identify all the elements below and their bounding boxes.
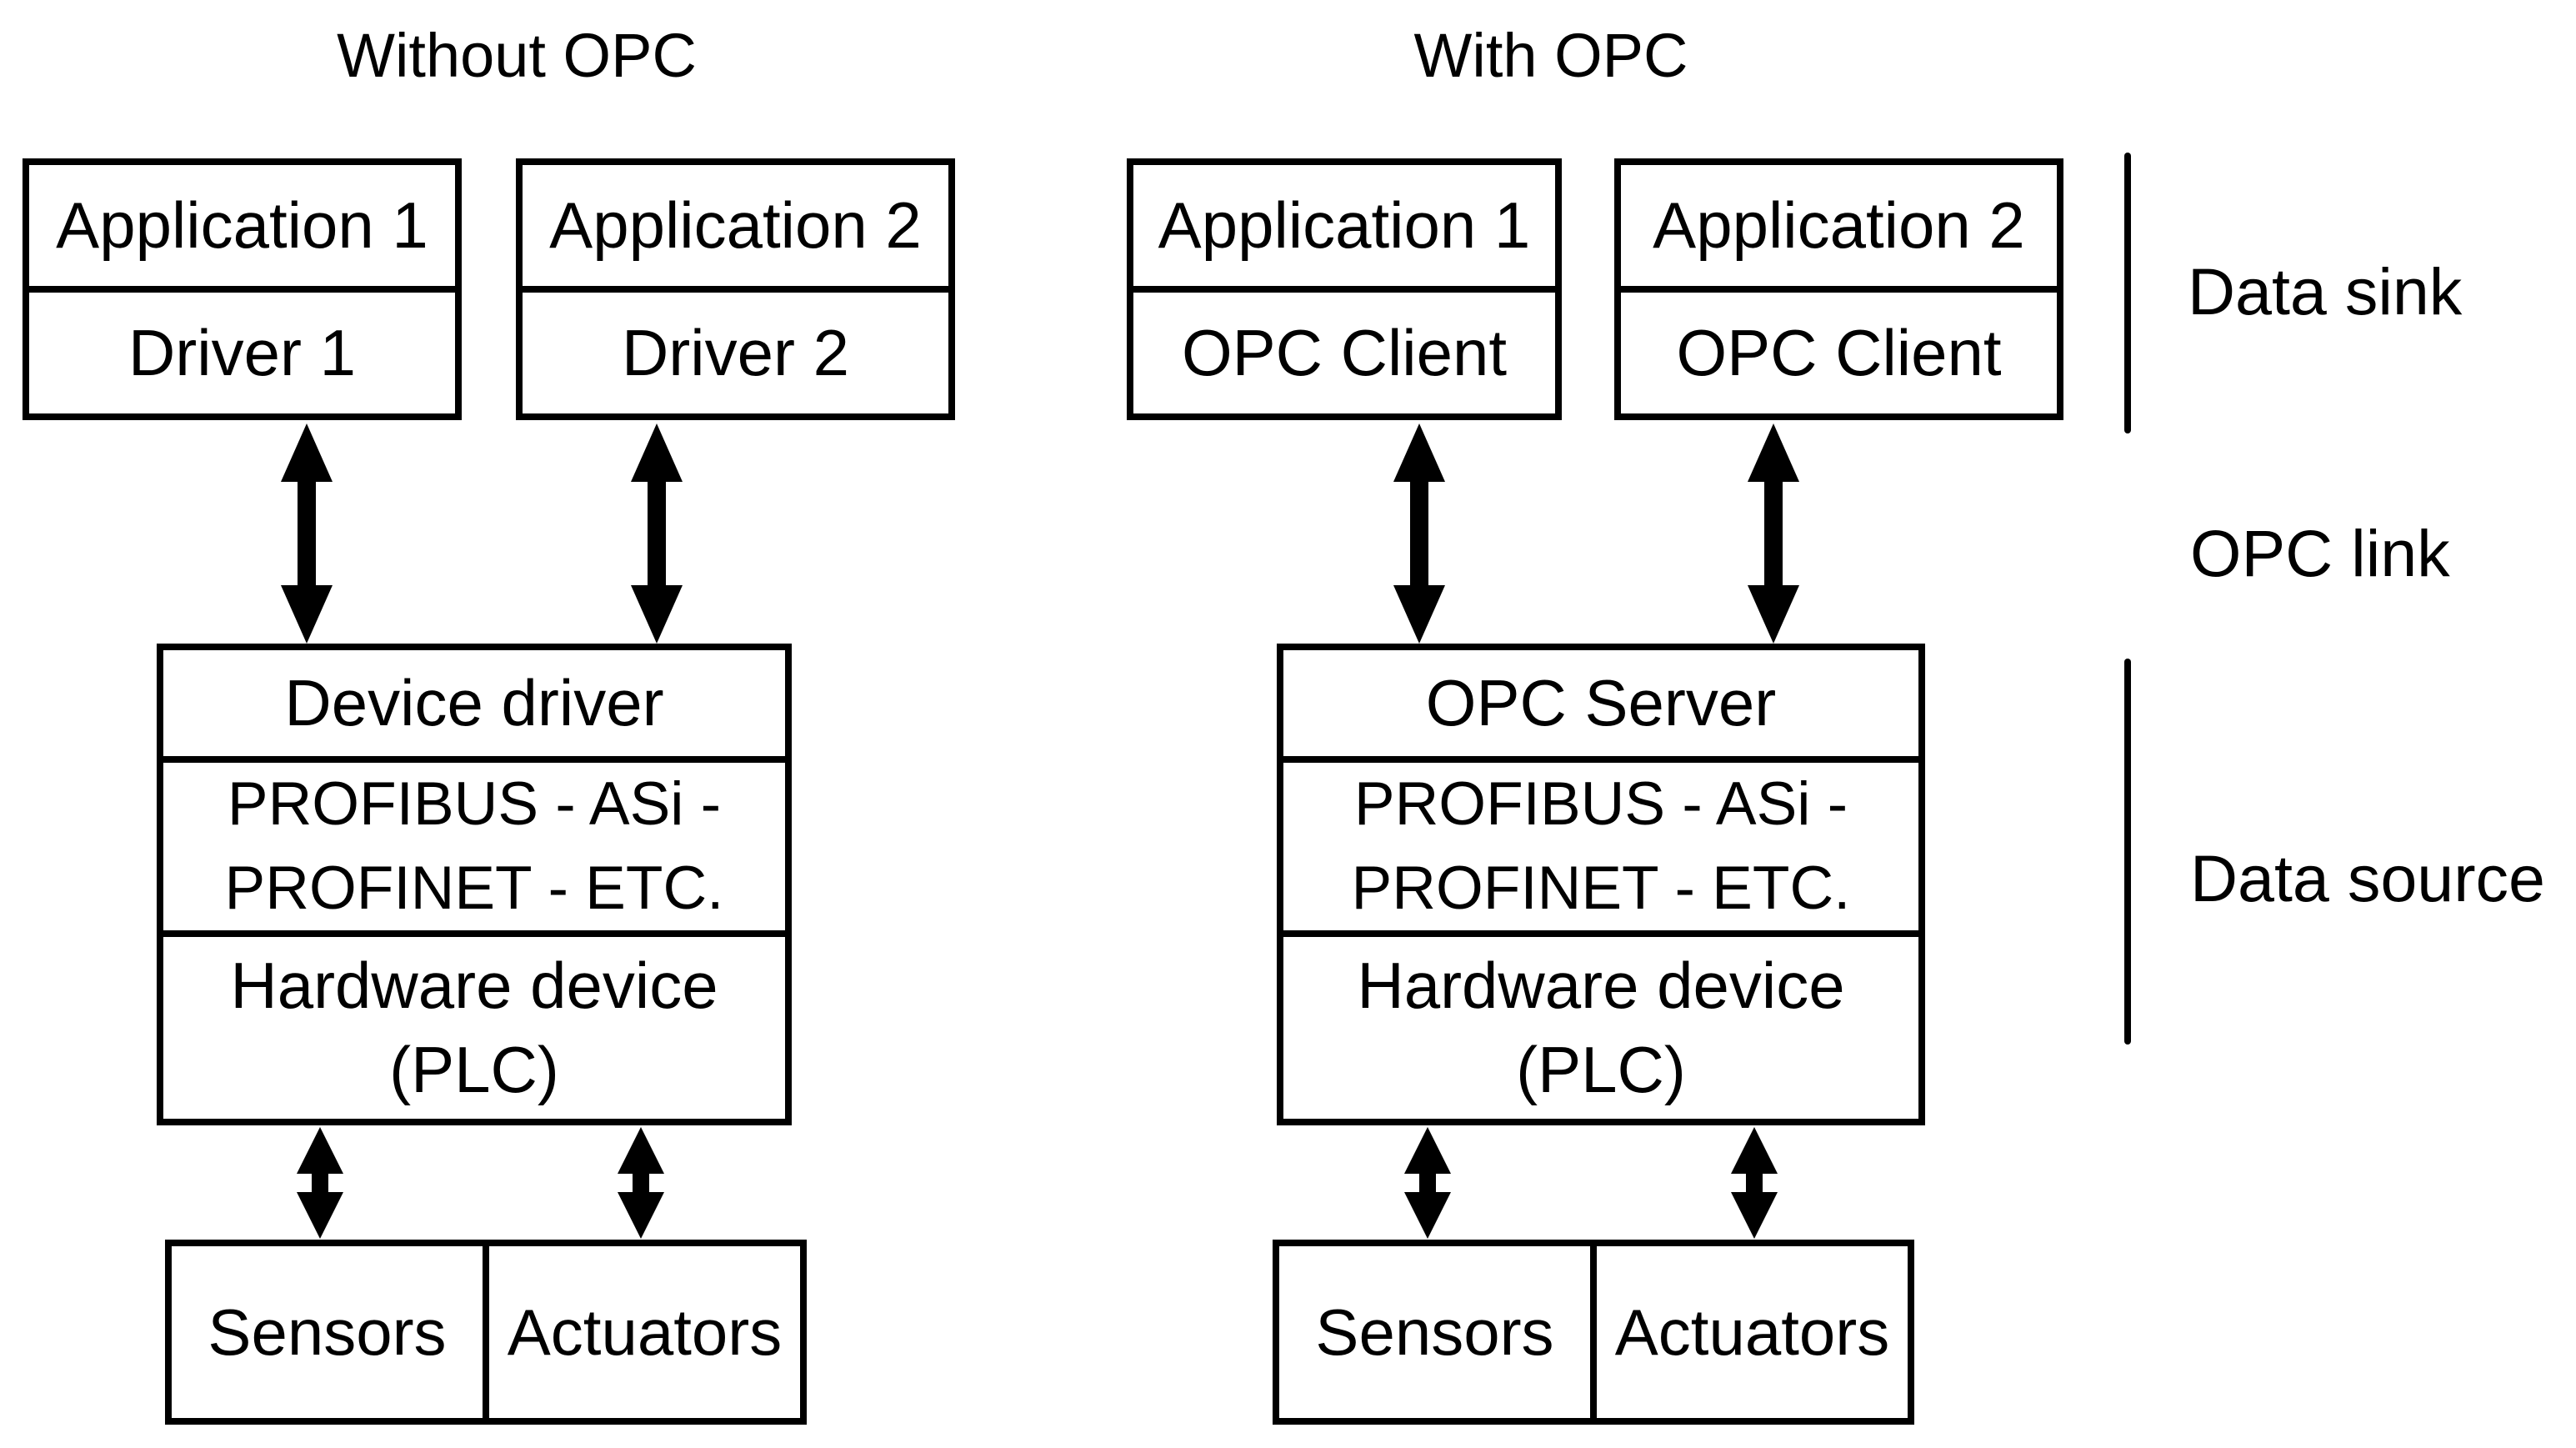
left-io-box: Sensors Actuators bbox=[165, 1240, 807, 1425]
right-server-box: OPC Server PROFIBUS - ASi - PROFINET - E… bbox=[1277, 644, 1925, 1125]
right-app1-label: Application 1 bbox=[1158, 188, 1531, 262]
left-device-driver-row: Device driver bbox=[284, 665, 664, 739]
right-opc-client1-label: OPC Client bbox=[1133, 286, 1555, 413]
right-opc-client2-label: OPC Client bbox=[1621, 286, 2057, 413]
right-sensors-cell: Sensors bbox=[1315, 1295, 1554, 1369]
arrowhead-up bbox=[618, 1127, 664, 1174]
right-app1-box: Application 1 OPC Client bbox=[1127, 158, 1562, 420]
right-hardware-line2: (PLC) bbox=[1516, 1033, 1686, 1107]
arrow-shaft bbox=[1764, 482, 1783, 585]
left-hardware-row: Hardware device (PLC) bbox=[163, 937, 785, 1119]
arrow-plc-sensors-left bbox=[297, 1127, 343, 1239]
right-io-box: Sensors Actuators bbox=[1273, 1240, 1914, 1425]
arrowhead-down bbox=[1404, 1192, 1451, 1239]
right-app2-box: Application 2 OPC Client bbox=[1614, 158, 2063, 420]
arrowhead-up bbox=[297, 1127, 343, 1174]
arrow-shaft bbox=[1746, 1174, 1763, 1192]
arrowhead-down bbox=[618, 1192, 664, 1239]
arrow-plc-actuators-right bbox=[1731, 1127, 1778, 1239]
arrowhead-up bbox=[1404, 1127, 1451, 1174]
left-sensors-cell: Sensors bbox=[208, 1295, 447, 1369]
left-fieldbus-row: PROFIBUS - ASi - PROFINET - ETC. bbox=[163, 755, 785, 938]
left-server-box: Device driver PROFIBUS - ASi - PROFINET … bbox=[157, 644, 792, 1125]
arrow-shaft bbox=[1410, 482, 1428, 585]
arrowhead-up bbox=[631, 423, 683, 482]
right-app2-label: Application 2 bbox=[1653, 188, 2025, 262]
data-sink-bracket-line bbox=[2124, 153, 2131, 433]
arrow-shaft bbox=[298, 482, 316, 585]
left-driver1-label: Driver 1 bbox=[29, 286, 455, 413]
left-actuators-cell: Actuators bbox=[483, 1246, 800, 1418]
right-column-title: With OPC bbox=[1413, 21, 1688, 90]
arrow-shaft bbox=[633, 1174, 649, 1192]
arrowhead-down bbox=[631, 585, 683, 644]
right-hardware-row: Hardware device (PLC) bbox=[1283, 937, 1918, 1119]
left-app2-box: Application 2 Driver 2 bbox=[516, 158, 955, 420]
arrow-plc-actuators-left bbox=[618, 1127, 664, 1239]
arrow-client2-opc-server bbox=[1748, 423, 1799, 644]
arrow-plc-sensors-right bbox=[1404, 1127, 1451, 1239]
right-opc-server-row: OPC Server bbox=[1425, 665, 1777, 739]
right-hardware-line1: Hardware device bbox=[1357, 948, 1845, 1022]
arrowhead-up bbox=[1731, 1127, 1778, 1174]
left-hardware-line2: (PLC) bbox=[389, 1033, 559, 1107]
arrow-driver1-device-driver bbox=[281, 423, 333, 644]
arrowhead-down bbox=[1748, 585, 1799, 644]
left-app1-box: Application 1 Driver 1 bbox=[23, 158, 462, 420]
left-column-title: Without OPC bbox=[337, 21, 697, 90]
left-fieldbus-line1: PROFIBUS - ASi - bbox=[227, 769, 722, 838]
arrow-driver2-device-driver bbox=[631, 423, 683, 644]
arrow-client1-opc-server bbox=[1393, 423, 1445, 644]
data-sink-label: Data sink bbox=[2188, 254, 2463, 328]
arrowhead-down bbox=[281, 585, 333, 644]
right-actuators-cell: Actuators bbox=[1590, 1246, 1908, 1418]
arrowhead-up bbox=[281, 423, 333, 482]
left-app2-label: Application 2 bbox=[549, 188, 922, 262]
arrow-shaft bbox=[648, 482, 666, 585]
left-hardware-line1: Hardware device bbox=[230, 948, 718, 1022]
data-source-label: Data source bbox=[2190, 841, 2545, 915]
arrowhead-down bbox=[1731, 1192, 1778, 1239]
right-fieldbus-line1: PROFIBUS - ASi - bbox=[1353, 769, 1848, 838]
right-fieldbus-line2: PROFINET - ETC. bbox=[1351, 854, 1851, 922]
arrowhead-down bbox=[297, 1192, 343, 1239]
arrowhead-down bbox=[1393, 585, 1445, 644]
data-source-bracket-line bbox=[2124, 659, 2131, 1045]
left-app1-label: Application 1 bbox=[56, 188, 428, 262]
arrow-shaft bbox=[312, 1174, 328, 1192]
opc-link-label: OPC link bbox=[2190, 516, 2450, 590]
left-driver2-label: Driver 2 bbox=[523, 286, 948, 413]
left-fieldbus-line2: PROFINET - ETC. bbox=[224, 854, 724, 922]
right-fieldbus-row: PROFIBUS - ASi - PROFINET - ETC. bbox=[1283, 755, 1918, 938]
arrow-shaft bbox=[1419, 1174, 1436, 1192]
arrowhead-up bbox=[1393, 423, 1445, 482]
arrowhead-up bbox=[1748, 423, 1799, 482]
